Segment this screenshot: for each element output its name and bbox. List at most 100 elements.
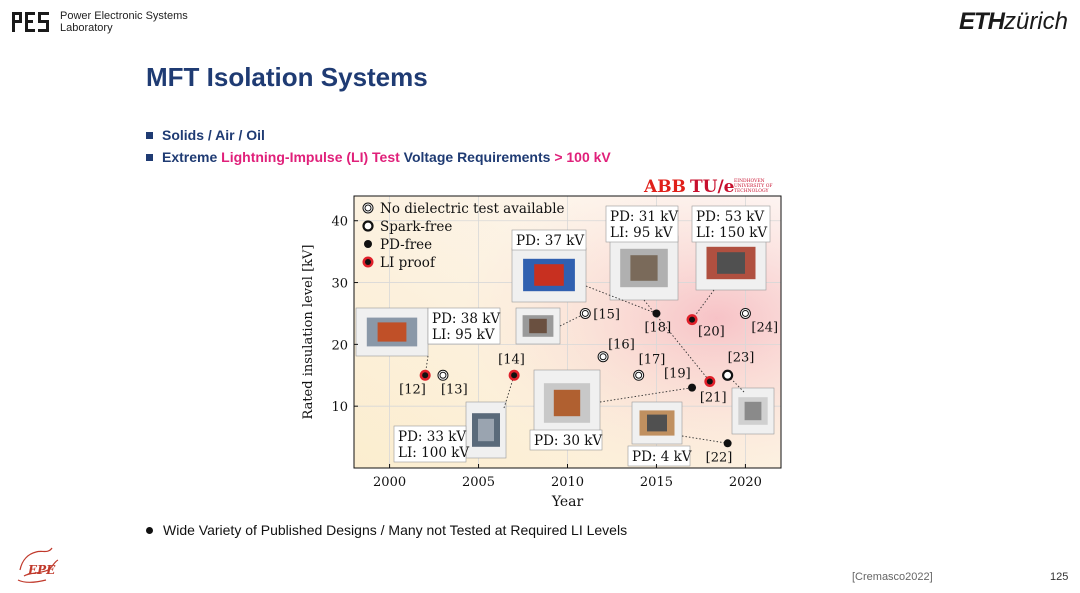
data-points (419, 307, 751, 448)
data-point-13 (437, 369, 449, 381)
lab-name: Power Electronic Systems Laboratory (60, 10, 188, 34)
photo-pd53 (695, 235, 767, 291)
legend: No dielectric test availableSpark-freePD… (362, 201, 565, 271)
photo-core (377, 322, 407, 342)
legend-label: Spark-free (380, 219, 452, 235)
x-tick-label: 2020 (729, 475, 762, 490)
y-tick-label: 20 (331, 338, 348, 353)
bullet-2: Extreme Lightning-Impulse (LI) Test Volt… (146, 146, 611, 168)
photo-pd4 (631, 401, 683, 445)
reference-labels: [12][13][14][15][16][17][18][19][20][21]… (399, 307, 778, 465)
leader-lines (424, 285, 745, 444)
lab-name-line2: Laboratory (60, 22, 113, 34)
data-point-23 (722, 369, 734, 381)
data-point-21-core (706, 378, 713, 385)
annotation-frame (393, 425, 467, 463)
data-point-24 (739, 307, 751, 319)
y-tick-label: 10 (331, 400, 348, 415)
reference-label: [18] (644, 320, 671, 335)
legend-marker-pd_free (364, 240, 372, 248)
data-point-15-inner (581, 309, 589, 317)
bullet-1: Solids / Air / Oil (146, 124, 611, 146)
bullet-2-text-a: Extreme (162, 149, 222, 165)
annotation-text: PD: 37 kV (516, 233, 584, 249)
tue-logo-line2: UNIVERSITY OF (734, 183, 773, 189)
photo-core (553, 389, 581, 417)
data-point-20-core (689, 316, 696, 323)
citation: [Cremasco2022] (852, 571, 933, 583)
data-point-12-core (422, 372, 429, 379)
annotation-frame (605, 205, 679, 243)
annotation-text: LI: 95 kV (610, 225, 673, 241)
data-point-16-inner (599, 353, 607, 361)
annotation-frame (627, 445, 691, 467)
photo-core (534, 264, 564, 286)
reference-label: [23] (728, 350, 755, 365)
scatter-chart: [12][13][14][15][16][17][18][19][20][21]… (301, 177, 782, 510)
annotation-text: PD: 38 kV (432, 311, 500, 327)
slide-title: MFT Isolation Systems (146, 62, 428, 92)
photo-ref-15 (515, 307, 561, 345)
data-point-14-core (511, 372, 518, 379)
x-tick-label: 2005 (462, 475, 495, 490)
bottom-bullet: Wide Variety of Published Designs / Many… (146, 522, 627, 538)
leader-line (691, 289, 715, 320)
annotation-text: PD: 33 kV (398, 429, 466, 445)
photo-ref-23 (731, 387, 775, 435)
photo-pd33 (465, 401, 507, 459)
page-number: 125 (1050, 571, 1069, 583)
eth-logo: ETHzürich (959, 8, 1068, 36)
bullet-list: Solids / Air / Oil Extreme Lightning-Imp… (146, 124, 611, 168)
photo-thumbnails (355, 235, 775, 459)
data-point-13-inner (439, 371, 447, 379)
legend-label: No dielectric test available (380, 201, 565, 217)
leader-line (681, 435, 728, 444)
reference-label: [14] (498, 352, 525, 367)
y-axis-label: Rated insulation level [kV] (301, 245, 316, 420)
abb-logo: ABB (643, 177, 686, 197)
photo-core (529, 318, 547, 334)
legend-label: PD-free (380, 237, 432, 253)
epe-logo-text: EPE (27, 563, 56, 577)
legend-label: LI proof (380, 255, 436, 271)
data-point-22 (723, 439, 732, 448)
reference-label: [19] (664, 367, 691, 382)
epe-logo: EPE (17, 547, 59, 583)
photo-pd37 (511, 247, 587, 303)
annotation-box: PD: 37 kV (511, 229, 587, 251)
photo-ref-12 (355, 307, 429, 357)
bullet-2-text-d: > 100 kV (554, 149, 611, 165)
data-point-15 (579, 307, 591, 319)
bottom-bullet-text: Wide Variety of Published Designs / Many… (163, 522, 628, 538)
photo-core (630, 255, 658, 281)
annotation-frame (427, 307, 501, 345)
bullet-1-text: Solids / Air / Oil (162, 127, 265, 143)
y-tick-label: 30 (331, 277, 348, 292)
bullet-2-text-b: Lightning-Impulse (LI) Test (221, 149, 400, 165)
annotation-box: PD: 30 kV (529, 429, 602, 451)
reference-label: [16] (608, 338, 635, 353)
leader-line (585, 285, 657, 314)
data-point-24-inner (741, 309, 749, 317)
tue-logo: TU/e (690, 177, 735, 197)
x-tick-label: 2015 (640, 475, 673, 490)
data-point-16 (597, 351, 609, 363)
legend-marker-no_test-inner (364, 204, 372, 212)
photo-pd30 (533, 369, 601, 437)
data-point-17-inner (635, 371, 643, 379)
photo-pd31 (609, 235, 679, 301)
eth-logo-bold: ETH (958, 8, 1005, 35)
legend-marker-li_proof-core (365, 259, 371, 265)
data-point-19 (688, 383, 697, 392)
x-tick-label: 2010 (551, 475, 584, 490)
annotation-text: LI: 100 kV (398, 445, 469, 461)
legend-marker-no_test (362, 202, 374, 214)
annotation-text: PD: 53 kV (696, 209, 764, 225)
leader-line (727, 374, 745, 393)
annotation-text: PD: 31 kV (610, 209, 678, 225)
legend-marker-spark_free (362, 220, 374, 232)
x-tick-label: 2000 (373, 475, 406, 490)
